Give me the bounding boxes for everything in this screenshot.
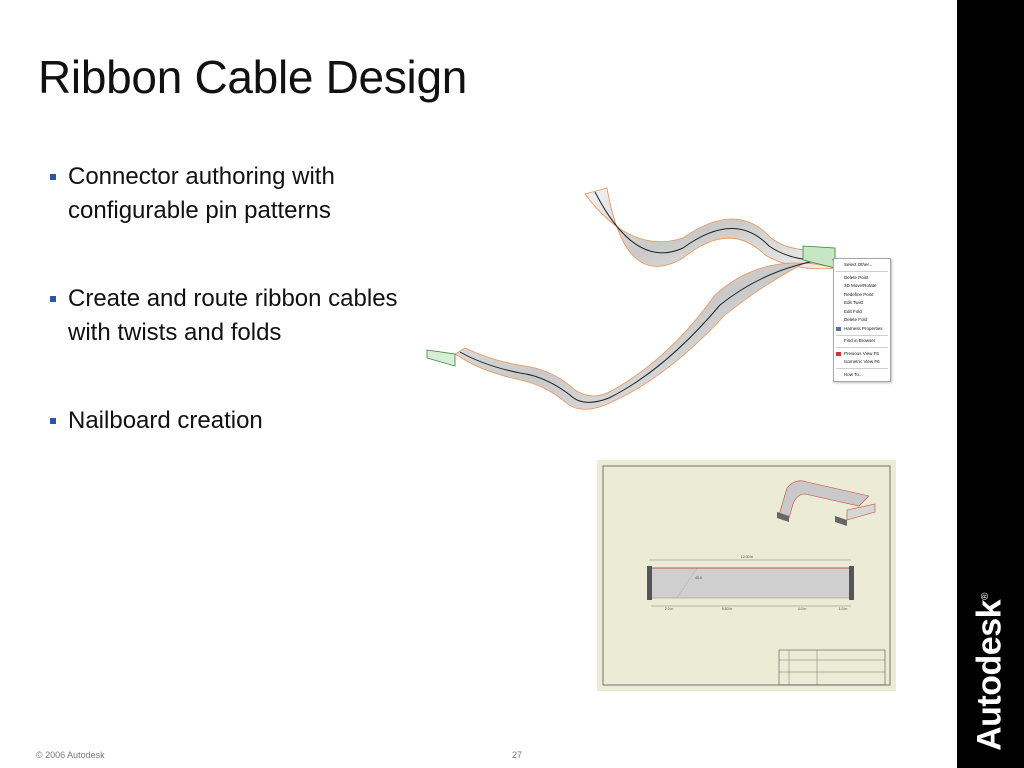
bullet-text-line1: Create and route ribbon cables: [68, 285, 398, 312]
menu-item-edit-twist[interactable]: Edit Twist: [844, 300, 864, 305]
connector-left: [647, 566, 652, 600]
dim-label: 4.0 in: [798, 607, 807, 611]
logo-text: Autodesk: [970, 599, 1009, 751]
menu-item-label: Previous View F5: [844, 350, 879, 356]
bullet-text-line2: configurable pin patterns: [68, 197, 331, 224]
previous-view-icon: [836, 351, 841, 356]
bullet-item: Create and route ribbon cables with twis…: [50, 282, 470, 350]
menu-separator: [836, 347, 888, 348]
footer-copyright: © 2006 Autodesk: [36, 750, 105, 760]
menu-item-harness-properties[interactable]: Harness Properties: [834, 325, 890, 334]
ribbon-centerline: [594, 191, 836, 261]
bullet-list: Connector authoring with configurable pi…: [50, 160, 470, 492]
menu-separator: [836, 271, 888, 272]
bullet-item: Connector authoring with configurable pi…: [50, 160, 470, 228]
harness-properties-icon: [836, 326, 841, 331]
context-menu: Select Other... Delete Point 3D Move/Rot…: [833, 258, 891, 382]
connector-right: [849, 566, 854, 600]
bullet-square-icon: [50, 174, 56, 180]
menu-item-3d-move-rotate[interactable]: 3D Move/Rotate: [844, 283, 877, 288]
menu-item-how-to[interactable]: How To...: [844, 371, 863, 377]
ribbon-upper-loop: [584, 187, 836, 270]
dim-label: 2.0 in: [665, 607, 674, 611]
drawing-border: [602, 465, 891, 686]
menu-separator: [836, 334, 888, 336]
brand-sidebar: [957, 0, 1024, 768]
menu-item-delete-fold[interactable]: Delete Fold: [844, 317, 868, 322]
ribbon-cable-illustration: [426, 187, 844, 410]
dim-label: 1.0 in: [839, 607, 848, 611]
iso-connector: [835, 516, 847, 526]
connector-end: [426, 349, 456, 367]
slide-title: Ribbon Cable Design: [38, 51, 468, 103]
registered-mark: ®: [980, 593, 992, 600]
title-block: [778, 649, 886, 686]
bullet-text-line2: with twists and folds: [68, 319, 282, 346]
bullet-square-icon: [50, 296, 56, 302]
menu-item-select-other[interactable]: Select Other...: [844, 262, 873, 267]
iso-cable-view: [846, 503, 876, 521]
iso-connector: [777, 512, 789, 522]
flat-cable: [650, 567, 852, 599]
iso-cable-view: [778, 480, 870, 519]
menu-item-isometric-view[interactable]: Isometric View F6: [844, 359, 880, 364]
dim-overall-label: 12.00 in: [741, 555, 754, 559]
menu-item-edit-fold[interactable]: Edit Fold: [844, 308, 862, 314]
bullet-text-line1: Nailboard creation: [68, 407, 263, 434]
menu-separator: [836, 368, 888, 369]
fold-line: [676, 567, 698, 599]
angle-label: 45.0: [695, 576, 702, 580]
bullet-item: Nailboard creation: [50, 404, 470, 438]
ribbon-main-sweep: [454, 247, 836, 410]
autodesk-logo: Autodesk®: [971, 593, 1010, 751]
bullet-square-icon: [50, 418, 56, 424]
menu-item-find-in-browser[interactable]: Find in Browser: [844, 338, 876, 343]
bullet-text-line1: Connector authoring with: [68, 163, 335, 190]
page-number: 27: [512, 750, 523, 760]
menu-item-label: Harness Properties: [844, 325, 883, 331]
nailboard-drawing: 12.00 in 45.0 2.0 in 5.50 in 4.0 in 1.0 …: [597, 460, 896, 691]
menu-item-redefine-point[interactable]: Redefine Point: [844, 291, 874, 297]
menu-item-delete-point[interactable]: Delete Point: [844, 274, 869, 280]
ribbon-centerline: [459, 257, 836, 403]
menu-item-previous-view[interactable]: Previous View F5: [834, 350, 890, 359]
dim-label: 5.50 in: [722, 607, 733, 611]
